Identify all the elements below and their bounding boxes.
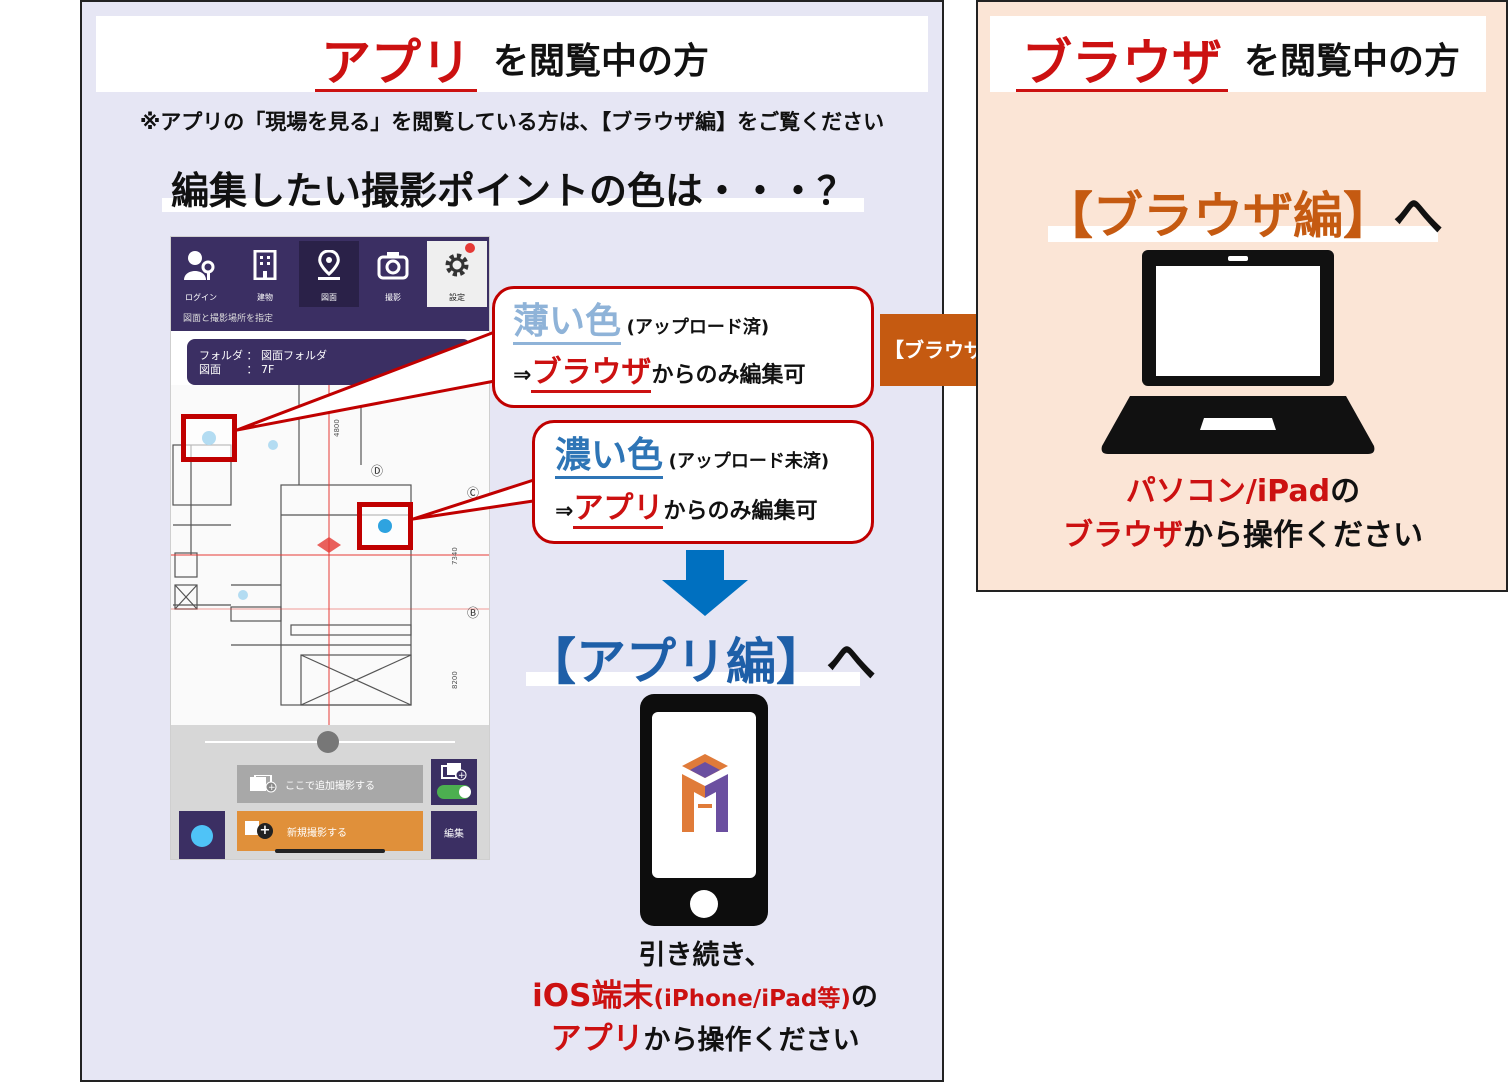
- browser-viewer-title: ブラウザ を閲覧中の方: [990, 16, 1486, 92]
- app-dest-underline: [526, 672, 860, 686]
- light-point-marker: [181, 414, 237, 462]
- nav-tab-map[interactable]: 図面: [299, 241, 359, 307]
- arrow-down-blue-icon: [662, 550, 748, 616]
- building-icon: [252, 249, 278, 286]
- multi-photo-icon: +: [441, 763, 467, 785]
- title-browser-highlight: ブラウザ: [1015, 36, 1228, 92]
- dimension-7340: 7340: [451, 547, 459, 565]
- dark-color-name: 濃い色: [555, 435, 664, 479]
- drawing-label: 図面 ： 7F: [199, 363, 275, 376]
- question-underline: [162, 198, 864, 212]
- title-viewing-text: を閲覧中の方: [1243, 41, 1460, 82]
- nav-tab-building[interactable]: 建物: [235, 241, 295, 307]
- grid-label-b: Ⓑ: [467, 606, 479, 620]
- title-app-highlight: アプリ: [314, 36, 477, 92]
- app-caption: 引き続き、 iOS端末(iPhone/iPad等)の アプリから操作ください: [532, 940, 878, 1057]
- home-button: [690, 890, 718, 918]
- grid-label-c: Ⓒ: [467, 486, 479, 500]
- nav-tab-settings[interactable]: 設定: [427, 241, 487, 307]
- light-point-dot: [202, 431, 216, 445]
- laptop-icon: [1101, 250, 1375, 454]
- grid-label-d: Ⓓ: [371, 464, 383, 478]
- folder-label: フォルダ ： 図面フォルダ: [199, 349, 327, 362]
- dark-color-callout: 濃い色 (アップロード未済) ⇒アプリからのみ編集可: [532, 420, 874, 544]
- map-pin-icon: [316, 249, 342, 286]
- toggle-switch[interactable]: [437, 785, 471, 799]
- toggle-knob: [459, 786, 471, 798]
- smartphone-icon: [640, 694, 768, 926]
- dark-target-app: アプリ: [573, 491, 664, 529]
- browser-guide-heading: 【ブラウザ編】へ: [1043, 187, 1443, 245]
- app-subheader: 図面と撮影場所を指定: [171, 307, 489, 331]
- smartphone-screen: [652, 712, 756, 878]
- multi-shoot-toggle[interactable]: +: [431, 759, 477, 805]
- dark-point-marker: [357, 502, 413, 550]
- light-target-browser: ブラウザ: [531, 355, 652, 393]
- browser-note: ※アプリの「現場を見る」を閲覧している方は、【ブラウザ編】をご覧ください: [139, 110, 885, 134]
- app-screenshot: ログイン 建物 図面 撮影 設定 図面と撮影場所を指定: [170, 236, 490, 860]
- add-shoot-here-button[interactable]: + ここで追加撮影する: [237, 765, 423, 803]
- notification-dot: [465, 243, 475, 253]
- app-logo-icon: [682, 754, 728, 832]
- dark-point-dot: [378, 519, 392, 533]
- app-viewer-title: アプリ を閲覧中の方: [96, 16, 928, 92]
- browser-caption: パソコン/iPadの ブラウザから操作ください: [1063, 474, 1423, 553]
- svg-text:+: +: [458, 771, 466, 781]
- title-viewing-text: を閲覧中の方: [492, 41, 709, 82]
- app-bottom-controls: + ここで追加撮影する + 新規撮影する + 編集: [171, 725, 489, 859]
- question-heading: 編集したい撮影ポイントの色は・・・？: [170, 169, 855, 213]
- svg-text:+: +: [268, 783, 276, 793]
- edit-button[interactable]: 編集: [431, 811, 477, 859]
- dark-color-status: (アップロード未済): [668, 451, 830, 472]
- gear-icon: [442, 250, 472, 286]
- zoom-slider-knob[interactable]: [317, 731, 339, 753]
- home-indicator: [275, 849, 385, 853]
- photo-card-icon: [245, 821, 259, 835]
- dimension-4800: 4800: [333, 419, 341, 437]
- point-color-button[interactable]: [179, 811, 225, 859]
- light-color-name: 薄い色: [513, 301, 622, 345]
- app-guide-heading: 【アプリ編】へ: [526, 633, 876, 691]
- nav-tab-login[interactable]: ログイン: [171, 241, 231, 307]
- user-key-icon: [184, 250, 218, 286]
- light-color-status: (アップロード済): [626, 317, 770, 338]
- camera-icon: [377, 250, 409, 286]
- add-photo-icon: +: [249, 774, 277, 796]
- nav-tab-camera[interactable]: 撮影: [363, 241, 423, 307]
- light-color-callout: 薄い色 (アップロード済) ⇒ブラウザからのみ編集可: [492, 286, 874, 408]
- plus-icon: +: [257, 823, 273, 839]
- dimension-8200: 8200: [451, 671, 459, 689]
- browser-dest-underline: [1048, 226, 1438, 242]
- new-shoot-button[interactable]: + 新規撮影する: [237, 811, 423, 851]
- point-color-dot: [191, 825, 213, 847]
- app-nav-bar: ログイン 建物 図面 撮影 設定: [171, 237, 489, 307]
